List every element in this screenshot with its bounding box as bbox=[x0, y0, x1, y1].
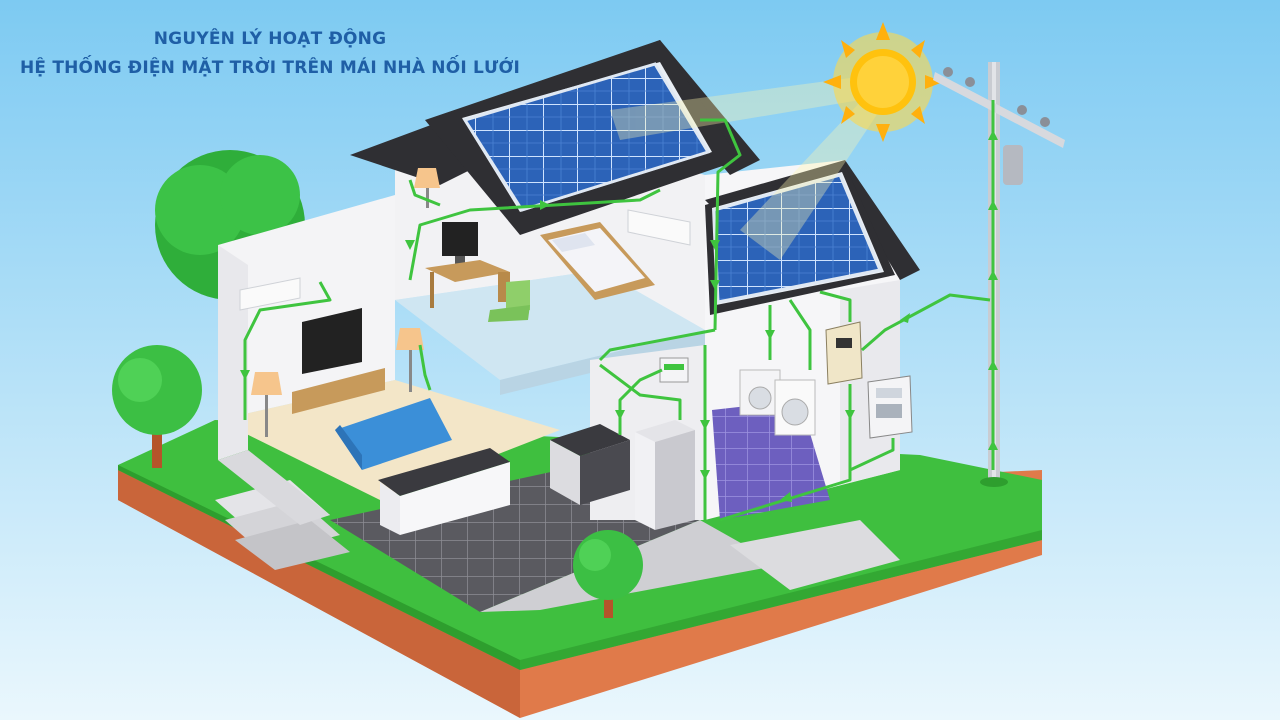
tv-stand bbox=[292, 368, 385, 414]
electric-meter-icon bbox=[867, 375, 913, 439]
electrical-panel bbox=[659, 357, 689, 383]
tree-icon bbox=[573, 530, 643, 618]
inverter-icon bbox=[825, 321, 863, 385]
tv-icon bbox=[302, 308, 362, 374]
stove-icon bbox=[550, 424, 630, 505]
sun-icon bbox=[823, 22, 943, 142]
tree-icon bbox=[112, 345, 202, 468]
air-conditioner-icon bbox=[239, 209, 691, 311]
sofa-icon bbox=[335, 398, 452, 470]
chair bbox=[488, 280, 530, 322]
solar-panel-icon bbox=[462, 62, 711, 212]
lamp-icon bbox=[414, 168, 440, 208]
bed-icon bbox=[540, 222, 655, 300]
kitchen-counter bbox=[378, 448, 510, 535]
washing-machine-icon bbox=[739, 369, 816, 436]
lamp-icon bbox=[251, 328, 424, 437]
sunlight-beams bbox=[610, 78, 880, 260]
electricity-flow-arrows bbox=[240, 130, 998, 502]
diagram-title-line-1: NGUYÊN LÝ HOẠT ĐỘNG bbox=[153, 29, 387, 49]
tv-icon bbox=[442, 222, 478, 264]
diagram-title-line-2: HỆ THỐNG ĐIỆN MẶT TRỜI TRÊN MÁI NHÀ NỐI … bbox=[19, 58, 521, 78]
fridge-icon bbox=[635, 420, 695, 530]
